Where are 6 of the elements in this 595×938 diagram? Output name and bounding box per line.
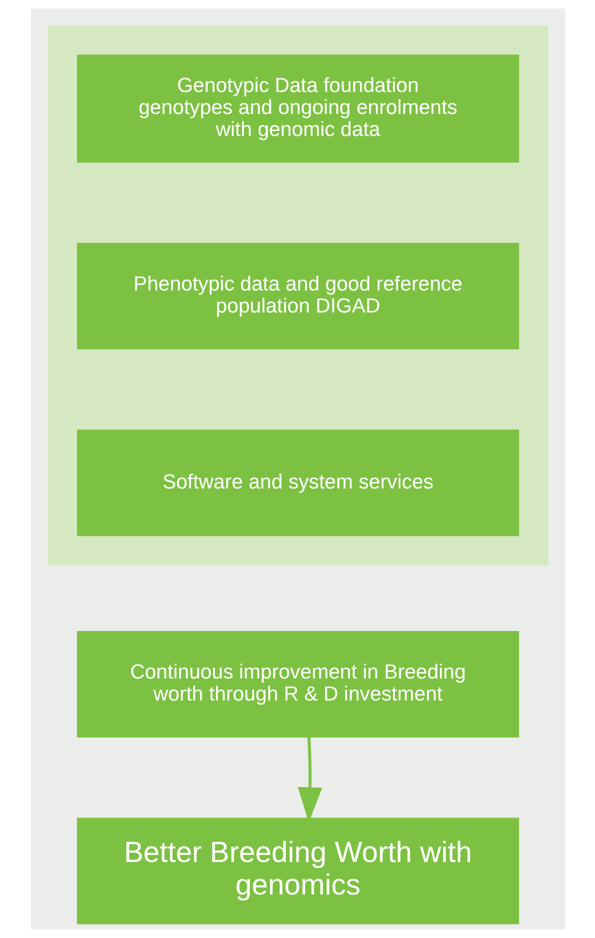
node-box: Software and system services — [76, 430, 519, 536]
node-box: Phenotypic data and good reference population DIGAD — [76, 242, 519, 350]
node-box: Genotypic Data foundation genotypes and ongoing enrolments with genomic data — [76, 54, 519, 163]
cluster — [47, 25, 548, 566]
node-box: Continuous improvement in Breeding worth through R & D investment — [76, 630, 519, 738]
node-box: Better Breeding Worth with genomics — [76, 818, 519, 924]
